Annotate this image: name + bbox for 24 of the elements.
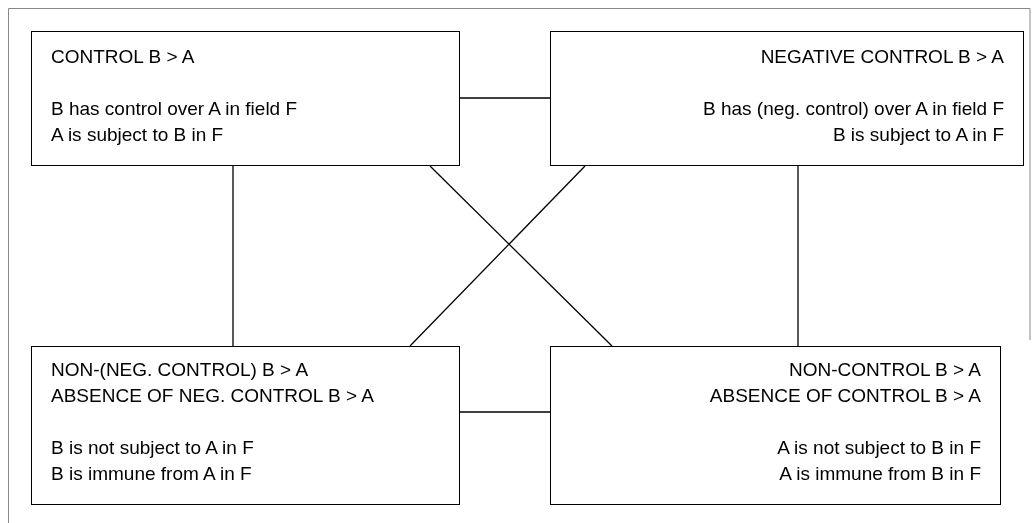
text-box (31, 31, 460, 166)
body-text: B is not subject to A in F (51, 436, 254, 460)
body-text: A is immune from B in F (779, 462, 981, 486)
body-text: B has (neg. control) over A in field F (703, 97, 1004, 121)
connector-line (459, 411, 551, 413)
body-text: A is not subject to B in F (777, 436, 981, 460)
connector-line (232, 165, 234, 347)
heading-text: NON-(NEG. CONTROL) B > A (51, 358, 309, 382)
connector-line (797, 165, 799, 347)
connector-line (409, 165, 586, 347)
heading-text: NON-CONTROL B > A (789, 358, 981, 382)
body-text: A is subject to B in F (51, 123, 224, 147)
heading-text: ABSENCE OF NEG. CONTROL B > A (51, 384, 374, 408)
body-text: B is subject to A in F (832, 123, 1004, 147)
body-text: B is immune from A in F (51, 462, 252, 486)
connector-line (429, 165, 613, 347)
heading-text: NEGATIVE CONTROL B > A (760, 45, 1004, 69)
heading-text: CONTROL B > A (51, 45, 195, 69)
text-box (550, 31, 1024, 166)
heading-text: ABSENCE OF CONTROL B > A (709, 384, 981, 408)
body-text: B has control over A in field F (51, 97, 298, 121)
text-box (31, 346, 460, 505)
connector-line (459, 97, 551, 99)
text-box (550, 346, 1001, 505)
